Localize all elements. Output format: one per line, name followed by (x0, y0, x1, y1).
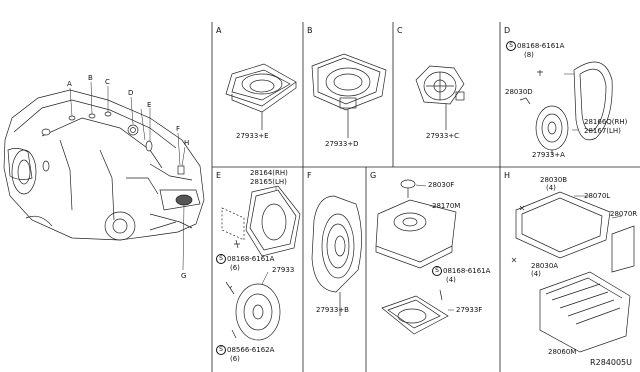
section-d-part: 27933+A (532, 151, 565, 159)
section-h-letter: H (504, 171, 511, 180)
callout-g: G (181, 272, 187, 280)
section-a-letter: A (216, 26, 222, 35)
diagram-reference-code: R284005U (590, 358, 632, 367)
section-g-cap: 28030F (428, 181, 455, 189)
section-h-amplifier (511, 191, 635, 353)
callout-a: A (67, 80, 72, 88)
section-d-screw-qty: (8) (524, 51, 534, 59)
screw-symbol-icon: S (506, 41, 516, 51)
section-e-screw-qty: (6) (230, 264, 240, 272)
vehicle-illustration (3, 89, 205, 241)
section-d-speaker-lh: 28167(LH) (584, 127, 621, 135)
section-c-speaker (415, 65, 465, 130)
section-a-part: 27933+E (236, 132, 269, 140)
section-c-part: 27933+C (426, 132, 460, 140)
section-e-speaker (221, 185, 301, 341)
part-leaders (261, 73, 623, 311)
section-e-bracket-rh: 28164(RH) (250, 169, 288, 177)
section-d-speaker-rh: 28166Q(RH) (584, 118, 628, 126)
section-b-letter: B (307, 26, 313, 35)
section-f-part: 27933+B (316, 306, 349, 314)
section-d-letter: D (504, 26, 511, 35)
section-h-clip2-qty: (4) (531, 270, 541, 278)
section-g-subwoofer (375, 179, 457, 335)
callout-h: H (184, 139, 190, 147)
screw-symbol-icon: S (432, 266, 442, 276)
screw-symbol-icon: S (216, 254, 226, 264)
section-e-screw2-qty: (6) (230, 355, 240, 363)
section-c-letter: C (397, 26, 403, 35)
section-g-screw-qty: (4) (446, 276, 456, 284)
section-d-clip: 28030D (505, 88, 533, 96)
callout-f: F (176, 125, 181, 133)
section-g-letter: G (370, 171, 377, 180)
callout-d: D (128, 89, 134, 97)
callout-b: B (88, 74, 93, 82)
section-h-cover: 28070L (584, 192, 611, 200)
section-h-bracket: 28070R (610, 210, 638, 218)
section-h-clip1: 28030B (540, 176, 568, 184)
section-b-speaker (311, 53, 387, 138)
callout-e: E (147, 101, 152, 109)
section-e-speaker: 27933 (272, 266, 295, 274)
section-b-part: 27933+D (325, 140, 359, 148)
screw-symbol-icon: S (216, 345, 226, 355)
panel-grid (211, 22, 640, 372)
section-e-letter: E (216, 171, 222, 180)
section-e-bracket-lh: 28165(LH) (250, 178, 287, 186)
section-f-speaker (311, 195, 362, 316)
callout-c: C (105, 78, 110, 86)
section-d-speaker (519, 61, 613, 155)
section-g-part: 27933F (456, 306, 483, 314)
callout-leaders (69, 81, 186, 271)
section-a-speaker (225, 63, 297, 130)
section-f-letter: F (307, 171, 312, 180)
section-h-amp: 28060M (548, 348, 577, 356)
section-g-woofer: 28170M (432, 202, 461, 210)
section-h-clip1-qty: (4) (546, 184, 556, 192)
section-h-clip2: 28030A (531, 262, 559, 270)
